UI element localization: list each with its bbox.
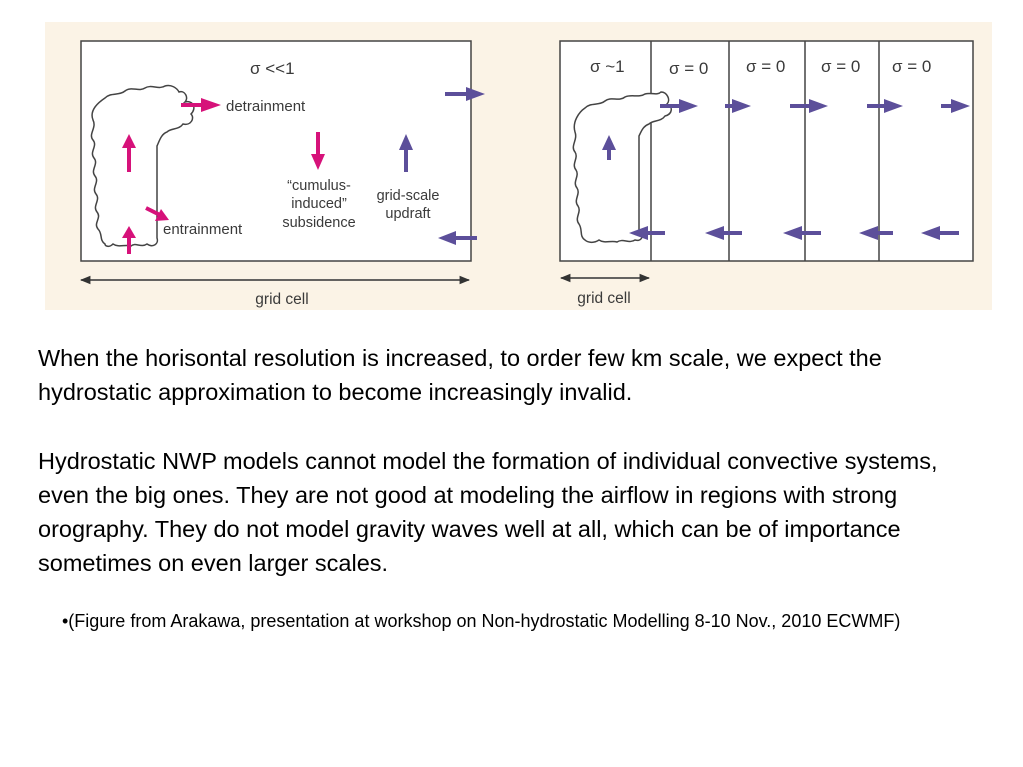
- right-sigma-label-2: σ = 0: [669, 59, 708, 78]
- right-grid-cell-label: grid cell: [577, 290, 630, 307]
- figure-source-note: •(Figure from Arakawa, presentation at w…: [62, 611, 901, 631]
- right-sigma-label-5: σ = 0: [892, 57, 931, 76]
- right-outflow-arrowhead-2: [732, 99, 751, 113]
- left-outflow-arrowhead: [466, 87, 485, 101]
- left-sigma-label: σ <<1: [250, 59, 295, 78]
- right-inflow-arrowhead-2: [705, 226, 724, 240]
- paragraph-hydrostatic-limits: Hydrostatic NWP models cannot model the …: [38, 448, 938, 576]
- right-sigma-label-1: σ ~1: [590, 57, 625, 76]
- right-sigma-label-4: σ = 0: [821, 57, 860, 76]
- entrainment-arrowhead: [155, 209, 169, 221]
- updraft-label-line-1: grid-scale: [377, 188, 440, 204]
- entrainment-label: entrainment: [163, 221, 243, 238]
- left-panel: σ <<1 detrainment entrainment “cumulus- …: [79, 40, 485, 308]
- subsidence-arrowhead: [311, 154, 325, 170]
- subsidence-label-line-2: induced”: [291, 196, 347, 212]
- right-outflow-arrowhead-5: [951, 99, 970, 113]
- entrainment-up-arrowhead: [122, 226, 136, 238]
- right-outflow-arrowhead-1: [679, 99, 698, 113]
- left-cloud-outline: [90, 84, 195, 248]
- subsidence-label-line-3: subsidence: [282, 215, 355, 231]
- right-cloud-updraft-arrowhead: [602, 135, 616, 150]
- right-inflow-arrowhead-1: [629, 226, 648, 240]
- updraft-label-line-2: updraft: [385, 206, 430, 222]
- right-outflow-arrowhead-3: [809, 99, 828, 113]
- cloud-updraft-arrowhead: [122, 134, 136, 148]
- entrainment-arrow: [145, 206, 161, 217]
- paragraph-resolution: When the horisontal resolution is increa…: [38, 345, 882, 405]
- left-grid-cell-label: grid cell: [255, 291, 308, 308]
- right-inflow-arrowhead-5: [921, 226, 940, 240]
- left-inflow-arrowhead: [438, 231, 456, 245]
- detrainment-arrowhead: [201, 98, 221, 112]
- right-cloud-outline: [572, 91, 672, 244]
- detrainment-label: detrainment: [226, 98, 306, 115]
- right-outflow-arrowhead-4: [884, 99, 903, 113]
- convection-diagram: σ <<1 detrainment entrainment “cumulus- …: [45, 22, 992, 310]
- right-inflow-arrowhead-3: [783, 226, 802, 240]
- right-inflow-arrowhead-4: [859, 226, 878, 240]
- subsidence-label-line-1: “cumulus-: [287, 178, 351, 194]
- right-panel: σ ~1 σ = 0 σ = 0 σ = 0 σ = 0 grid cell: [559, 40, 974, 307]
- updraft-arrowhead: [399, 134, 413, 150]
- right-sigma-label-3: σ = 0: [746, 57, 785, 76]
